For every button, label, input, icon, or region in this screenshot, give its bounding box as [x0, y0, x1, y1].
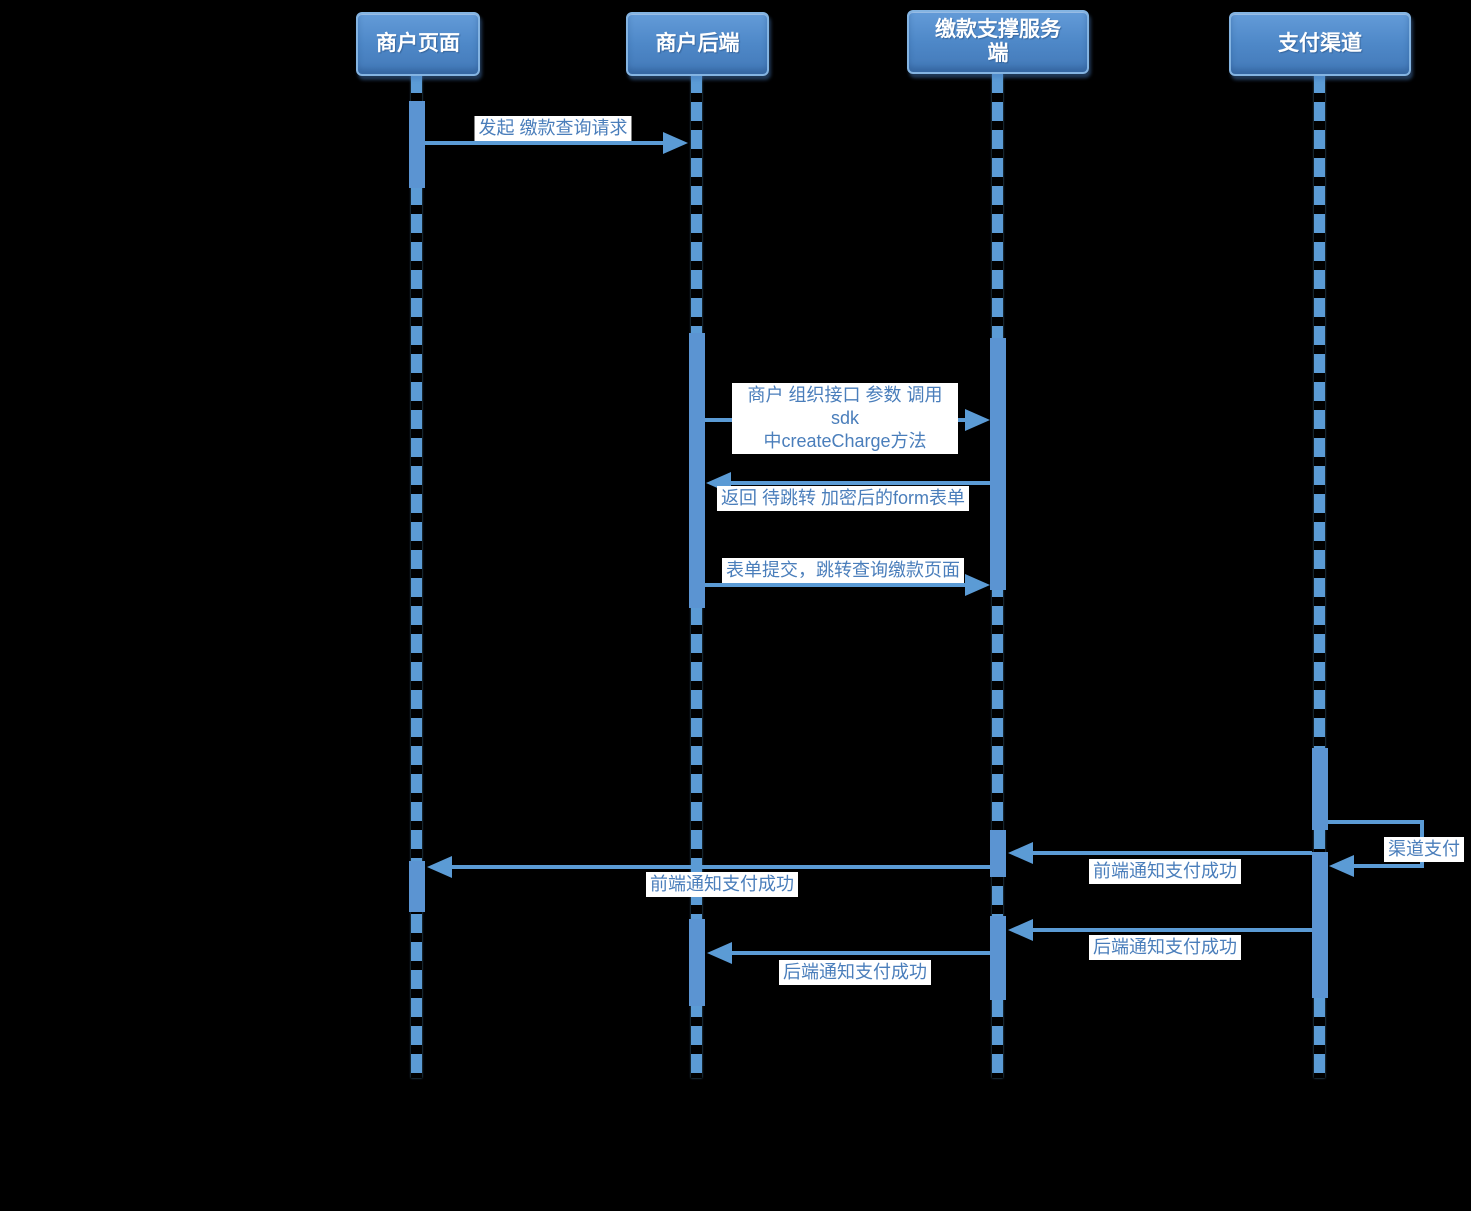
- activation-bar-merchant-backend-1: [689, 333, 705, 608]
- activation-bar-merchant-page-2: [409, 861, 425, 912]
- activation-bar-payment-channel-2: [1312, 852, 1328, 998]
- message-m9-label: 后端通知支付成功: [779, 960, 931, 985]
- activation-bar-merchant-page-1: [409, 101, 425, 188]
- message-m3-label: 返回 待跳转 加密后的form表单: [716, 486, 970, 511]
- lifeline-payment-channel: [1314, 74, 1325, 1078]
- actor-box-payment-channel: 支付渠道: [1229, 12, 1411, 76]
- message-m4-line: [705, 583, 967, 587]
- message-m1-label: 发起 缴款查询请求: [474, 116, 632, 141]
- message-m9-line: [728, 951, 990, 955]
- message-m1-line: [425, 141, 665, 145]
- message-m8-line: [1029, 928, 1312, 932]
- activation-bar-payment-support-1: [990, 338, 1006, 590]
- message-m3-line: [727, 481, 990, 485]
- message-m5-label: 渠道支付: [1384, 837, 1464, 862]
- message-m6-label: 前端通知支付成功: [1089, 859, 1241, 884]
- message-m7-line: [448, 865, 990, 869]
- activation-bar-payment-support-2: [990, 830, 1006, 877]
- message-m2-arrowhead-icon: [965, 409, 990, 431]
- activation-bar-merchant-backend-2: [689, 919, 705, 1006]
- message-m8-label: 后端通知支付成功: [1089, 935, 1241, 960]
- message-m5-out-line: [1328, 820, 1424, 824]
- activation-bar-payment-support-3: [990, 916, 1006, 1000]
- actor-box-payment-support-service: 缴款支撑服务 端: [907, 10, 1089, 74]
- message-m9-arrowhead-icon: [707, 942, 732, 964]
- message-m2-label: 商户 组织接口 参数 调用sdk 中createCharge方法: [732, 383, 958, 454]
- message-m6-arrowhead-icon: [1008, 842, 1033, 864]
- message-m6-line: [1029, 851, 1312, 855]
- message-m7-arrowhead-icon: [427, 856, 452, 878]
- message-m1-arrowhead-icon: [663, 132, 688, 154]
- actor-box-merchant-backend: 商户后端: [626, 12, 769, 76]
- activation-bar-payment-channel-1: [1312, 748, 1328, 830]
- message-m8-arrowhead-icon: [1008, 919, 1033, 941]
- message-m4-arrowhead-icon: [965, 574, 990, 596]
- lifeline-merchant-page: [411, 74, 422, 1078]
- actor-box-merchant-page: 商户页面: [356, 12, 480, 76]
- message-m5-arrowhead-icon: [1329, 855, 1354, 877]
- message-m7-label: 前端通知支付成功: [646, 872, 798, 897]
- message-m5-return-line: [1350, 864, 1424, 868]
- message-m4-label: 表单提交，跳转查询缴款页面: [722, 558, 964, 583]
